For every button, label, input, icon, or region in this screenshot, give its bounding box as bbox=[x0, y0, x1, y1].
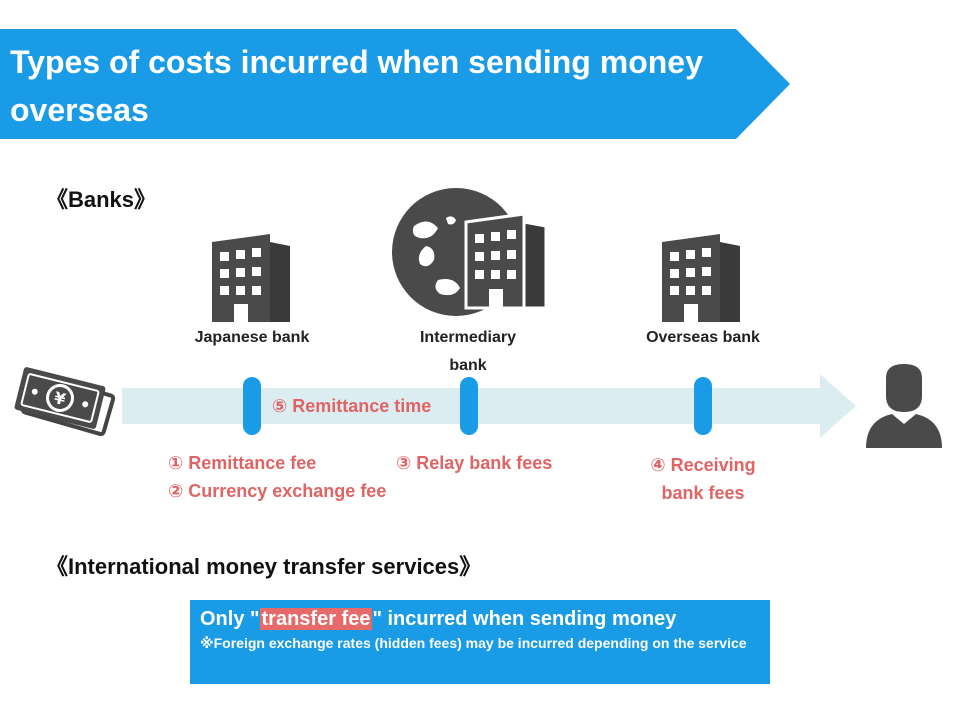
remittance-time-label: ⑤ Remittance time bbox=[272, 396, 432, 416]
page-title: Types of costs incurred when sending mon… bbox=[10, 44, 703, 128]
svg-text:¥: ¥ bbox=[52, 388, 67, 409]
office-building-icon-overseas bbox=[662, 234, 740, 322]
services-heading: 《International money transfer services》 bbox=[46, 554, 482, 579]
yen-banknote-icon: ¥ bbox=[14, 367, 116, 437]
currency-exchange-fee-label: ② Currency exchange fee bbox=[168, 481, 387, 501]
statement-suffix: " incurred when sending money bbox=[372, 608, 677, 630]
banks-heading: 《Banks》 bbox=[46, 187, 157, 212]
flow-arrow bbox=[122, 374, 856, 438]
statement-prefix: Only " bbox=[200, 608, 260, 630]
transfer-fee-statement: Only "transfer fee" incurred when sendin… bbox=[200, 606, 760, 632]
title-banner bbox=[0, 29, 790, 139]
intermediary-bank-label: Intermediary bank bbox=[419, 329, 517, 374]
remittance-fee-label: ① Remittance fee bbox=[168, 453, 317, 473]
hidden-fees-note: ※Foreign exchange rates (hidden fees) ma… bbox=[200, 635, 747, 651]
relay-bank-fees-label: ③ Relay bank fees bbox=[396, 453, 553, 473]
transfer-fee-highlight: transfer fee bbox=[259, 608, 373, 630]
marker-japanese-bank bbox=[243, 377, 261, 435]
office-building-icon-japanese bbox=[212, 234, 290, 322]
globe-building-icon bbox=[392, 188, 548, 316]
recipient-person-icon bbox=[866, 364, 942, 448]
overseas-bank-label: Overseas bank bbox=[646, 329, 760, 346]
japanese-bank-label: Japanese bank bbox=[194, 329, 310, 346]
transfer-service-info-box: Only "transfer fee" incurred when sendin… bbox=[190, 600, 770, 684]
marker-overseas-bank bbox=[694, 377, 712, 435]
marker-intermediary-bank bbox=[460, 377, 478, 435]
receiving-bank-fees-label: ④ Receiving bank fees bbox=[650, 455, 756, 503]
